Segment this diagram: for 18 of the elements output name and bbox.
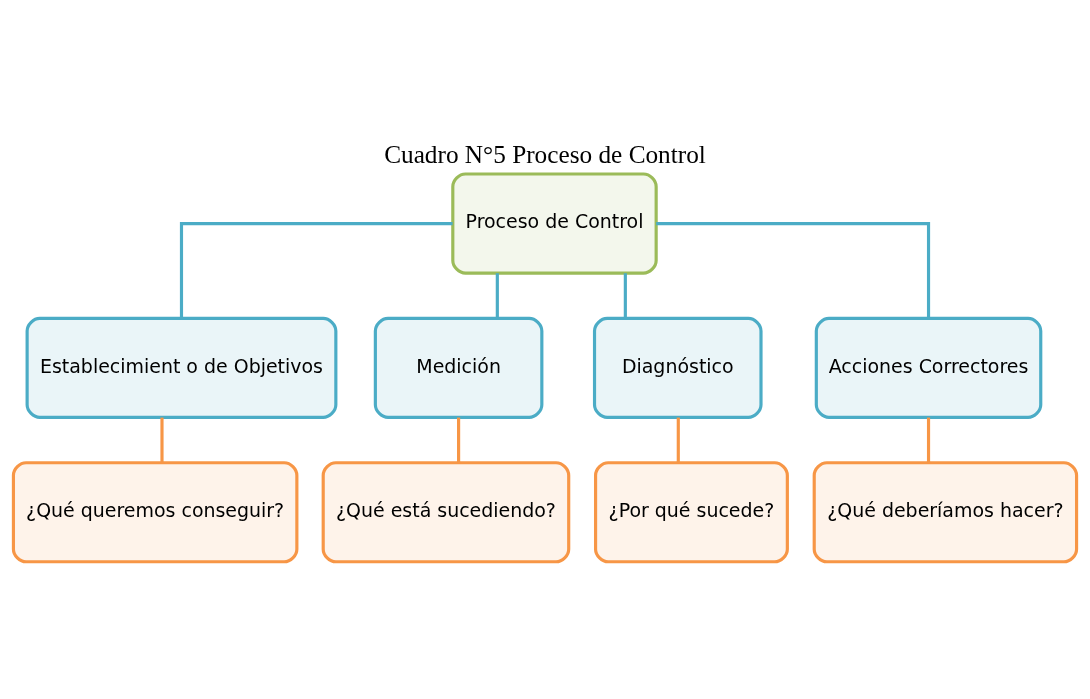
- node-box: ¿Qué está sucediendo?: [321, 460, 571, 563]
- node-box: Proceso de Control: [451, 171, 658, 275]
- node-box: Diagnóstico: [592, 316, 763, 419]
- connector: [676, 417, 680, 462]
- node-box: Establecimient o de Objetivos: [25, 316, 338, 419]
- node-box: ¿Qué queremos conseguir?: [11, 460, 299, 563]
- connector: [656, 221, 931, 318]
- connector: [179, 221, 453, 318]
- node-box: ¿Qué deberíamos hacer?: [812, 460, 1079, 563]
- connector: [495, 272, 499, 318]
- connector: [926, 417, 931, 462]
- node-box: ¿Por qué sucede?: [594, 460, 789, 563]
- connector: [457, 417, 461, 462]
- connector: [623, 272, 627, 318]
- connector: [160, 417, 164, 462]
- diagram-title: Cuadro N°5 Proceso de Control: [384, 139, 706, 168]
- node-box: Acciones Correctores: [814, 316, 1043, 419]
- node-box: Medición: [373, 316, 544, 419]
